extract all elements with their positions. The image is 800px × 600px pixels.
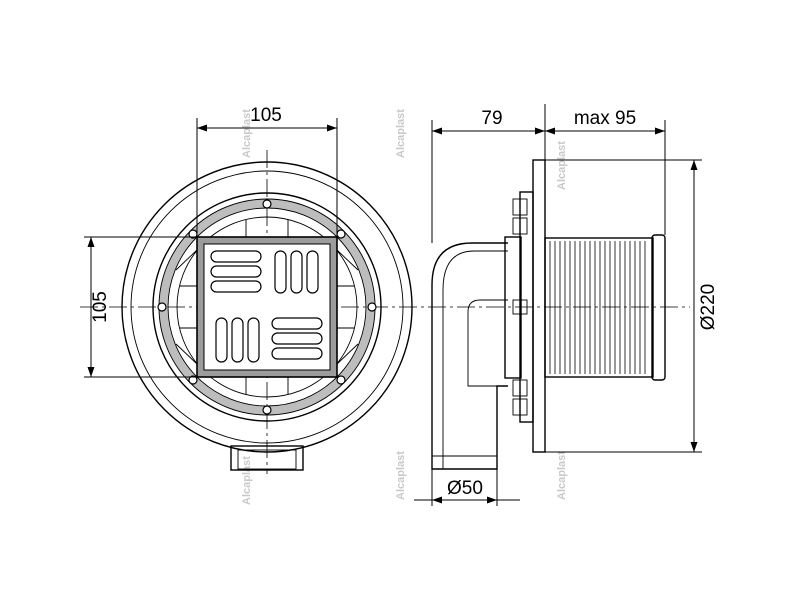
outlet-elbow-pipe <box>431 242 508 470</box>
watermark-text: Alcaplast <box>241 109 253 158</box>
outlet-diameter-dimension: Ø50 <box>414 469 520 506</box>
body-ring-outer <box>152 192 382 422</box>
watermark-text: Alcaplast <box>395 451 407 500</box>
flange-outer-circle <box>121 161 413 453</box>
outlet-diameter-label: Ø50 <box>447 478 483 499</box>
outlet-stub-top-view <box>230 445 304 471</box>
grate-slots <box>210 250 323 363</box>
watermark-text: Alcaplast <box>556 451 568 500</box>
body-ribs <box>549 241 646 374</box>
frame-spokes <box>175 220 359 394</box>
outlet-pipe-wall <box>442 250 508 469</box>
flange-diameter-dimension: Ø220 <box>545 159 719 453</box>
bolt-head <box>512 379 528 397</box>
flange-plate <box>532 159 546 453</box>
grate-width-label: 105 <box>250 105 282 126</box>
bolt <box>262 405 272 415</box>
watermarks: Alcaplast Alcaplast Alcaplast Alcaplast … <box>241 109 568 505</box>
body-end-cap <box>651 234 666 381</box>
bolt-head <box>512 398 528 416</box>
bolt-head <box>512 217 528 235</box>
bolt <box>367 302 377 312</box>
watermark-text: Alcaplast <box>395 109 407 158</box>
grate-height-label: 105 <box>90 291 111 323</box>
bolt <box>188 375 198 385</box>
drain-top-view <box>121 161 413 471</box>
frame-bolts <box>157 199 377 415</box>
outlet-offset-label: 79 <box>481 108 502 129</box>
flange-inner-circle <box>130 170 404 444</box>
body-ring-core <box>176 216 358 398</box>
bolt <box>157 302 167 312</box>
grate-height-dimension: 105 <box>84 236 197 378</box>
bolt-head <box>512 299 528 315</box>
outlet-pipe-inner <box>467 299 508 387</box>
bolt <box>336 375 346 385</box>
top-dimensions-side: 79 max 95 <box>431 104 666 243</box>
grate-width-dimension: 105 <box>196 105 338 237</box>
watermark-text: Alcaplast <box>241 456 253 505</box>
bolt-head <box>512 198 528 216</box>
bolt <box>262 199 272 209</box>
body-depth-label: max 95 <box>574 108 636 129</box>
drain-side-view <box>431 159 666 470</box>
outlet-stub-inner <box>237 449 297 470</box>
watermark-text: Alcaplast <box>556 141 568 190</box>
flange-diameter-label: Ø220 <box>698 284 719 330</box>
frame-connector <box>504 236 522 379</box>
ribbed-body <box>544 237 654 378</box>
bolt <box>336 229 346 239</box>
square-grate <box>196 236 338 378</box>
